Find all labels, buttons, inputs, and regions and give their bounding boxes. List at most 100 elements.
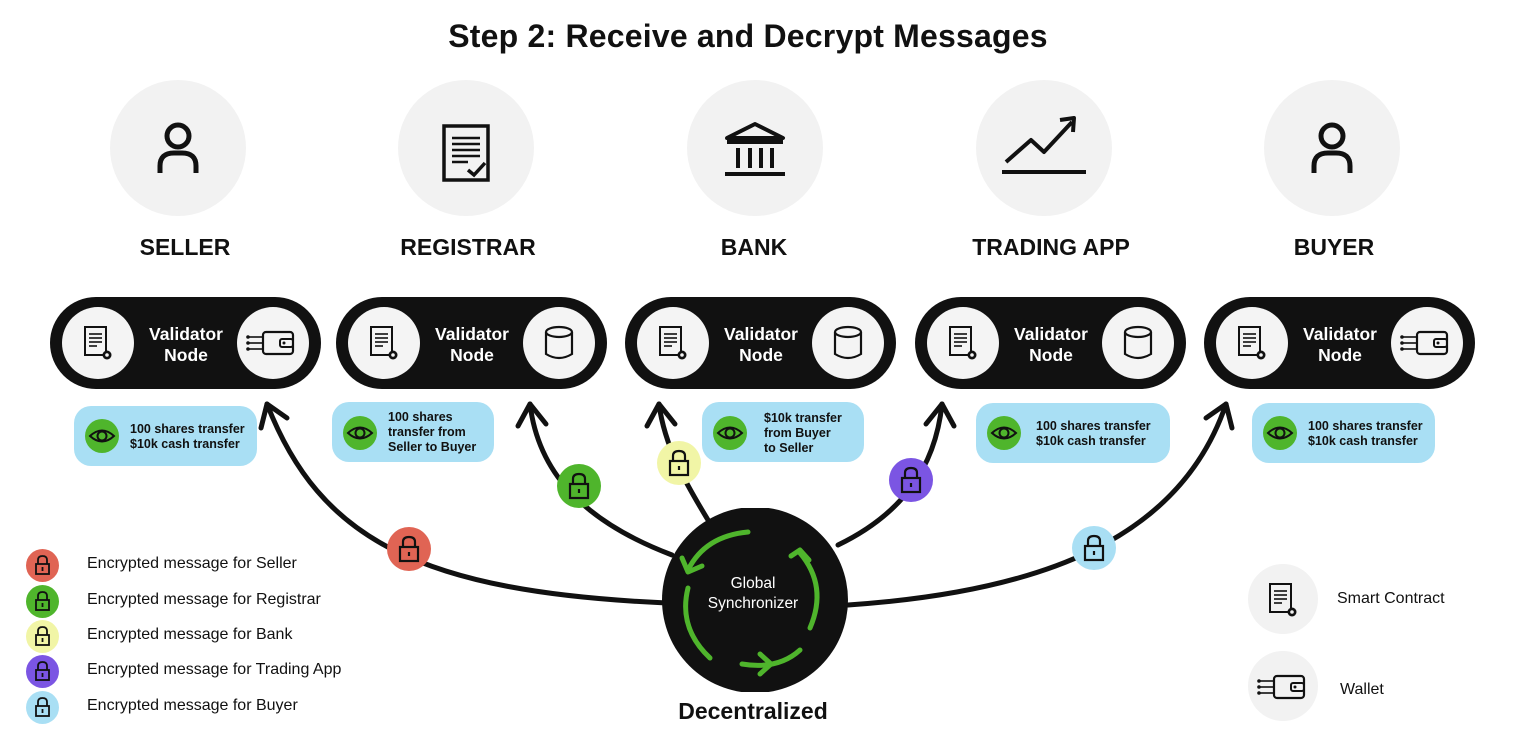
smart-contract-icon [84,326,112,360]
node-label: Validator [435,324,509,344]
global-synchronizer [662,508,848,692]
document-check-icon [442,124,490,182]
buyer-avatar [1264,80,1400,216]
eye-icon [88,429,116,443]
sync-arrow-icon [683,585,713,661]
eye-icon [716,426,744,440]
message-line: transfer from [388,425,466,439]
message-line: $10k cash transfer [1036,434,1146,448]
decrypted-view-registrar: 100 shares transfer from Seller to Buyer [332,402,494,462]
lock-badge-bank [657,441,701,485]
wallet-icon [1257,674,1306,700]
lock-icon [568,472,590,500]
sync-arrow-icon [797,550,820,631]
key-label-wallet: Wallet [1340,681,1384,698]
wallet-icon [1400,330,1449,356]
legend-label: Encrypted message for Buyer [87,697,298,714]
lock-icon [35,626,50,646]
arrow-head-bank [644,401,678,429]
page-title: Step 2: Receive and Decrypt Messages [448,18,1048,54]
lock-badge-trading-app [889,458,933,502]
lock-icon [1083,534,1105,562]
lock-icon [35,555,50,575]
lock-icon [900,466,922,494]
node-label: Node [1318,345,1362,365]
message-line: $10k transfer [764,411,842,425]
database-icon [544,325,574,360]
lock-icon [35,697,50,717]
message-line: 100 shares transfer [1308,419,1423,433]
person-icon [157,122,199,173]
trading-app-avatar [976,80,1112,216]
registrar-avatar [398,80,534,216]
legend-label: Encrypted message for Bank [87,626,293,643]
seller-avatar [110,80,246,216]
message-line: 100 shares transfer [1036,419,1151,433]
message-line: 100 shares transfer [130,422,245,436]
lock-badge-seller [387,527,431,571]
person-icon [1311,122,1353,173]
database-icon [1123,325,1153,360]
smart-contract-icon [370,326,398,360]
party-name-bank: BANK [720,234,788,260]
bank-avatar [687,80,823,216]
party-name-trading-app: TRADING APP [972,234,1130,260]
node-label: Validator [149,324,223,344]
key-label-smart-contract: Smart Contract [1337,590,1445,607]
arrow-to-registrar [527,401,675,558]
node-label: Node [1029,345,1073,365]
database-icon [833,325,863,360]
legend-label: Encrypted message for Trading App [87,661,342,678]
message-line: $10k cash transfer [130,437,240,451]
arrow-head-trading-app [923,401,957,429]
party-name-seller: SELLER [139,234,231,260]
node-label: Node [450,345,494,365]
eye-icon [1266,426,1294,440]
sync-arrow-icon [685,529,751,573]
node-label: Node [164,345,208,365]
smart-contract-icon [949,326,977,360]
message-line: Seller to Buyer [388,440,477,454]
legend-label: Encrypted message for Seller [87,555,297,572]
key-smart-contract [1248,564,1318,634]
node-label: Node [739,345,783,365]
synchronizer-label-line: Synchronizer [707,595,799,612]
synchronizer-label-line: Global [730,575,776,592]
eye-icon [346,426,374,440]
trend-chart-icon [1002,116,1086,174]
sync-arrow-icon [788,547,812,563]
eye-icon [990,426,1018,440]
node-label: Validator [1303,324,1377,344]
message-line: $10k cash transfer [1308,434,1418,448]
smart-contract-icon [659,326,687,360]
smart-contract-icon [1269,583,1297,617]
message-line: from Buyer [764,426,831,440]
decrypted-view-trading-app: 100 shares transfer $10k cash transfer [976,403,1170,463]
arrow-head-seller [258,401,290,431]
lock-icon [35,591,50,611]
legend-label: Encrypted message for Registrar [87,591,321,608]
party-name-buyer: BUYER [1293,234,1375,260]
node-label: Validator [1014,324,1088,344]
lock-badge-buyer [1072,526,1116,570]
lock-icon [35,661,50,681]
caption-decentralized: Decentralized [678,698,828,724]
party-name-registrar: REGISTRAR [400,234,536,260]
sync-arrow-icon [757,651,774,677]
wallet-icon [246,330,295,356]
message-line: 100 shares [388,410,453,424]
decrypted-view-buyer: 100 shares transfer $10k cash transfer [1252,403,1435,463]
bank-icon [725,122,785,176]
message-line: to Seller [764,441,814,455]
sync-arrow-icon [739,647,803,668]
synchronizer-label: Global Synchronizer [683,574,823,614]
decrypted-view-seller: 100 shares transfer $10k cash transfer [74,406,257,466]
node-label: Validator [724,324,798,344]
key-wallet [1248,651,1318,721]
arrow-head-buyer [1203,401,1235,431]
